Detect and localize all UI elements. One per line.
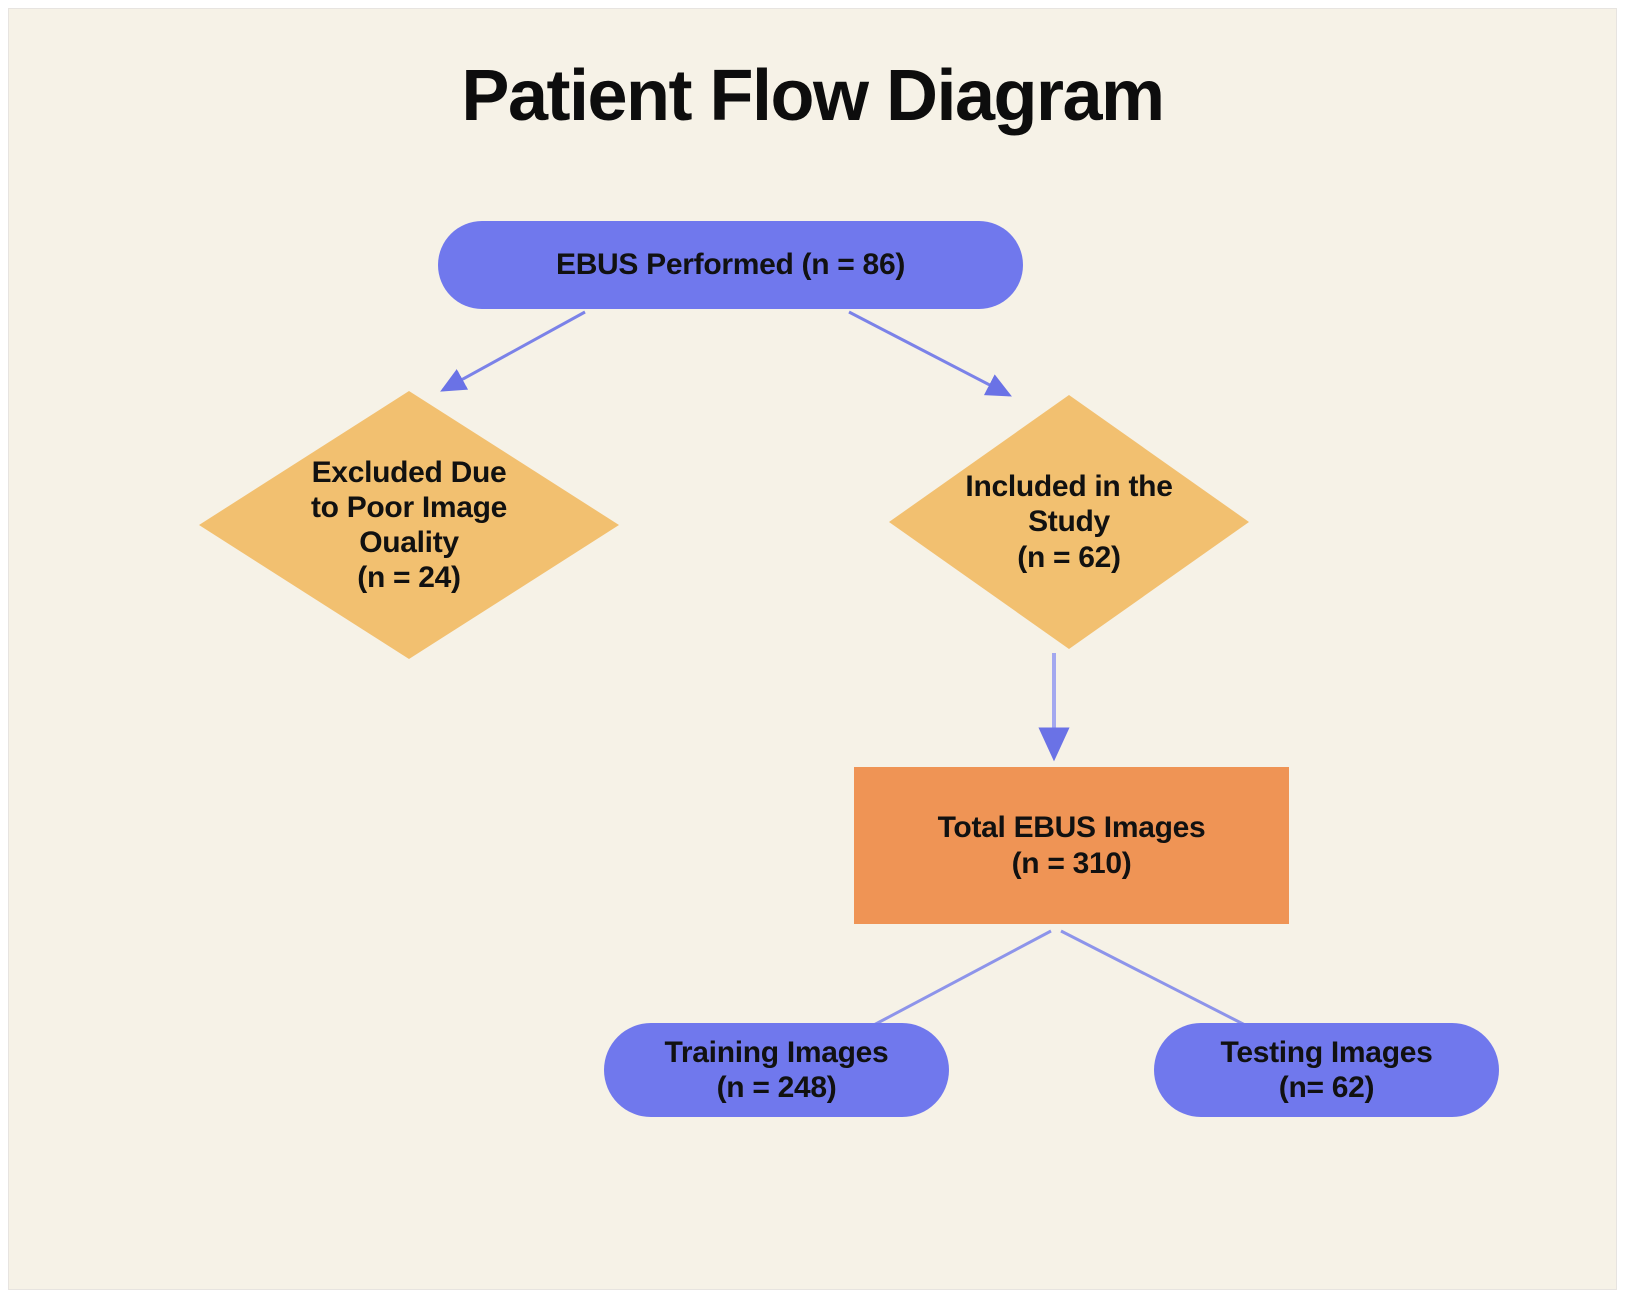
node-testing-line2: (n= 62)	[1278, 1071, 1375, 1104]
node-included-line1: Included in the	[965, 470, 1173, 504]
node-testing-images[interactable]: Testing Images (n= 62)	[1154, 1023, 1499, 1117]
node-training-line1: Training Images	[664, 1035, 889, 1069]
node-included-in-study[interactable]: Included in the Study (n = 62)	[889, 395, 1249, 649]
node-total-line2: (n = 310)	[1011, 846, 1132, 880]
connector-total-to-training	[869, 929, 1052, 1029]
node-testing-images-label: Testing Images (n= 62)	[1221, 1035, 1433, 1105]
node-total-ebus-images-label: Total EBUS Images (n = 310)	[938, 810, 1206, 880]
node-training-images-label: Training Images (n = 248)	[665, 1035, 889, 1105]
node-excluded-line1: Excluded Due	[311, 455, 507, 489]
connector-ebus-to-excluded	[440, 310, 586, 392]
node-included-label: Included in the Study (n = 62)	[889, 395, 1249, 649]
flow-diagram-slide: Patient Flow Diagram	[8, 8, 1617, 1290]
node-ebus-performed-label: EBUS Performed (n = 86)	[556, 247, 905, 282]
node-included-line3: (n = 62)	[1017, 540, 1121, 574]
node-total-line1: Total EBUS Images	[937, 811, 1206, 845]
connector-ebus-to-included	[848, 310, 1012, 397]
node-training-line2: (n = 248)	[716, 1071, 837, 1104]
node-excluded-poor-quality[interactable]: Excluded Due to Poor Image Ouality (n = …	[199, 391, 619, 659]
node-excluded-line2: to Poor Image	[310, 490, 508, 524]
node-total-ebus-images[interactable]: Total EBUS Images (n = 310)	[854, 767, 1289, 924]
connector-total-to-testing	[1060, 929, 1250, 1029]
node-ebus-performed-line1: EBUS Performed (n = 86)	[555, 248, 906, 282]
page-title: Patient Flow Diagram	[461, 56, 1165, 136]
node-training-images[interactable]: Training Images (n = 248)	[604, 1023, 949, 1117]
node-testing-line1: Testing Images	[1220, 1035, 1433, 1069]
node-excluded-line3: Ouality	[359, 526, 459, 559]
node-excluded-line4: (n = 24)	[357, 561, 461, 595]
node-included-line2: Study	[1028, 505, 1110, 539]
node-ebus-performed[interactable]: EBUS Performed (n = 86)	[438, 221, 1023, 309]
node-excluded-label: Excluded Due to Poor Image Ouality (n = …	[199, 391, 619, 659]
